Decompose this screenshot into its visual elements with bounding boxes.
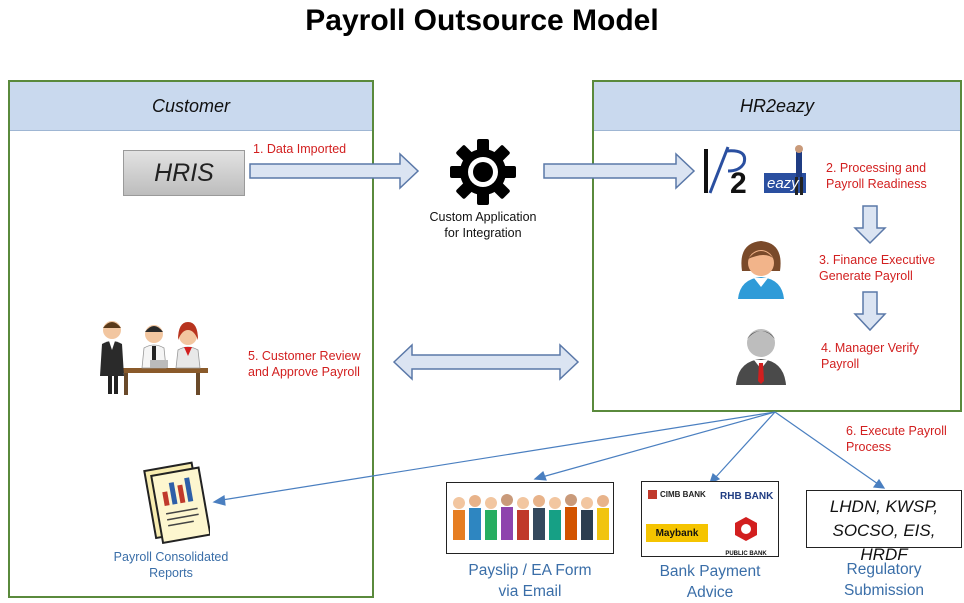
customer-team-icon [100, 321, 208, 395]
maybank-logo: Maybank [646, 524, 708, 542]
payslip-caption: Payslip / EA Form via Email [446, 560, 614, 602]
hr2eazy-logo: 2 eazy [700, 143, 815, 200]
payslip-caption-line-1: Payslip / EA Form [468, 562, 592, 579]
arrow-data-import [249, 152, 420, 190]
step-5-label: 5. Customer Review and Approve Payroll [248, 348, 361, 380]
integration-label: Custom Application for Integration [413, 209, 553, 241]
regulatory-caption-line-2: Submission [843, 582, 925, 599]
finance-executive-icon [738, 241, 784, 299]
step-4-line-1: 4. Manager Verify [821, 341, 919, 355]
step-4-line-2: Payroll [821, 357, 860, 371]
reports-caption-line-1: Payroll Consolidated [113, 550, 229, 564]
provider-panel: HR2eazy [592, 80, 962, 412]
arrow-down-manager [853, 291, 887, 332]
step-3-line-1: 3. Finance Executive [819, 253, 936, 267]
regulatory-line-2: SOCSO, EIS, HRDF [832, 521, 936, 564]
bank-caption-line-2: Advice [686, 584, 734, 601]
bank-logos-card: CIMB BANK RHB BANK Maybank PUBLIC BANK [641, 481, 779, 557]
cimb-logo: CIMB BANK [648, 490, 706, 499]
regulatory-caption: Regulatory Submission [806, 559, 962, 601]
bank-caption-line-1: Bank Payment [659, 563, 761, 580]
manager-icon [736, 329, 786, 385]
step-2-label: 2. Processing and Payroll Readiness [826, 160, 927, 192]
payslip-people-image [446, 482, 614, 554]
public-bank-logo: PUBLIC BANK [724, 516, 768, 560]
bank-caption: Bank Payment Advice [641, 561, 779, 603]
reports-caption: Payroll Consolidated Reports [98, 549, 244, 581]
arrow-to-provider [543, 152, 696, 190]
step-3-label: 3. Finance Executive Generate Payroll [819, 252, 935, 284]
step-2-line-1: 2. Processing and [826, 161, 927, 175]
arrow-down-finance [853, 205, 887, 245]
logo-eazy: eazy [767, 175, 799, 192]
rhb-logo: RHB BANK [720, 491, 774, 502]
regulatory-line-1: LHDN, KWSP, [829, 497, 939, 516]
step-1-label: 1. Data Imported [253, 142, 347, 156]
page-title: Payroll Outsource Model [305, 4, 659, 37]
integration-line-2: for Integration [444, 226, 522, 240]
hris-box: HRIS [123, 150, 245, 196]
step-5-line-2: and Approve Payroll [248, 365, 360, 379]
step-6-line-1: 6. Execute Payroll [846, 424, 947, 438]
gear-icon [450, 139, 516, 205]
step-3-line-2: Generate Payroll [819, 269, 913, 283]
report-document-icon [143, 461, 210, 544]
payslip-caption-line-2: via Email [498, 583, 562, 600]
step-6-label: 6. Execute Payroll Process [846, 423, 947, 455]
integration-line-1: Custom Application [429, 210, 537, 224]
step-4-label: 4. Manager Verify Payroll [821, 340, 919, 372]
logo-letter-2: 2 [730, 167, 747, 200]
arrow-review-bidirectional [392, 343, 580, 381]
step-6-line-2: Process [846, 440, 892, 454]
step-5-line-1: 5. Customer Review [248, 349, 361, 363]
provider-panel-header: HR2eazy [594, 82, 960, 131]
reports-caption-line-2: Reports [149, 566, 193, 580]
step-2-line-2: Payroll Readiness [826, 177, 927, 191]
customer-panel-header: Customer [10, 82, 372, 131]
regulatory-caption-line-1: Regulatory [846, 561, 922, 578]
regulatory-card: LHDN, KWSP, SOCSO, EIS, HRDF [806, 490, 962, 564]
